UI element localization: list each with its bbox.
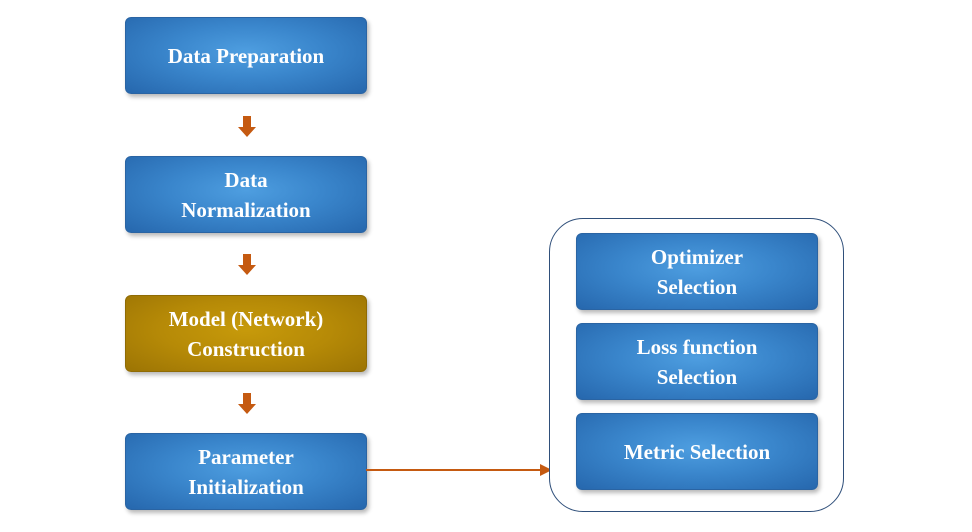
step-model-construction: Model (Network) Construction (125, 295, 367, 372)
metric-selection: Metric Selection (576, 413, 818, 490)
step-data-normalization: Data Normalization (125, 156, 367, 233)
step-data-preparation: Data Preparation (125, 17, 367, 94)
down-arrow-icon (238, 254, 256, 275)
step-parameter-initialization: Parameter Initialization (125, 433, 367, 510)
loss-function-selection: Loss function Selection (576, 323, 818, 400)
right-arrow-icon (366, 464, 552, 476)
down-arrow-icon (238, 393, 256, 414)
optimizer-selection: Optimizer Selection (576, 233, 818, 310)
down-arrow-icon (238, 116, 256, 137)
